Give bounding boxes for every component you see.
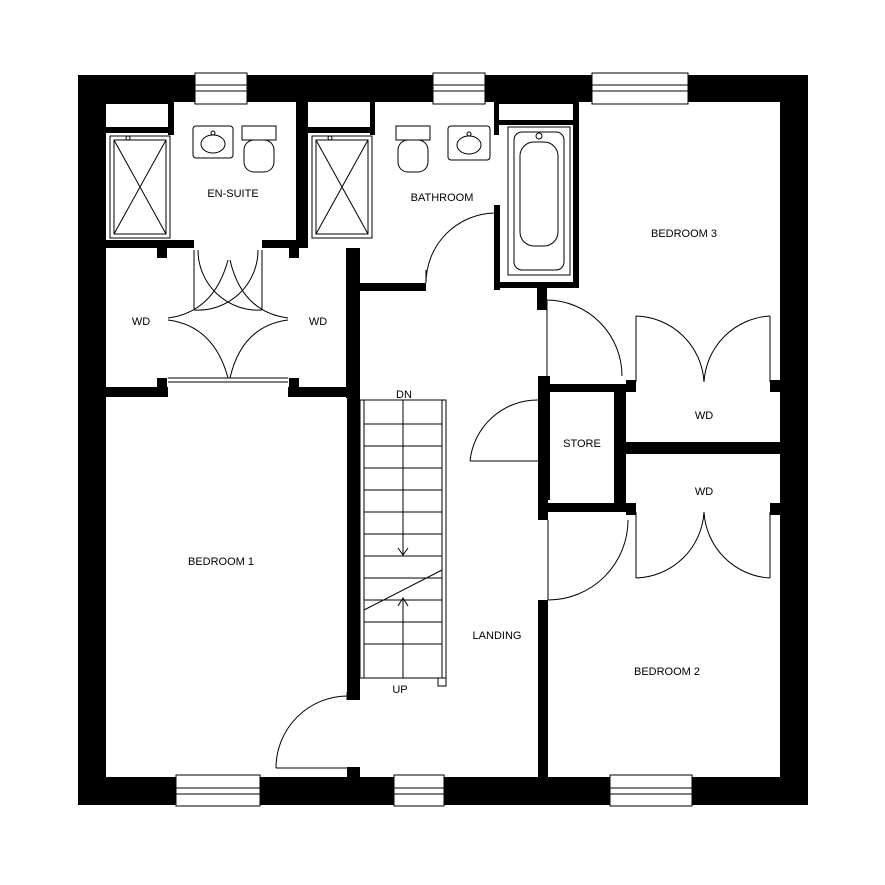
door-wd-bedroom-3-icon <box>635 315 771 383</box>
window-bedroom-3 <box>591 72 689 105</box>
door-en-suite-icon <box>193 249 263 311</box>
label-en-suite: EN-SUITE <box>207 188 258 200</box>
label-wd-left: WD <box>132 316 150 328</box>
label-bedroom-2: BEDROOM 2 <box>634 666 700 678</box>
door-wd-bedroom-2-icon <box>635 511 771 579</box>
door-bedroom-1-icon <box>275 692 348 769</box>
label-bedroom-1: BEDROOM 1 <box>188 556 254 568</box>
staircase <box>359 399 447 687</box>
shower-en-suite-icon <box>109 135 171 239</box>
door-bedroom-3-icon <box>546 299 623 377</box>
door-bathroom-icon <box>425 212 495 284</box>
label-wd-bedroom-3: WD <box>695 410 713 422</box>
label-stairs-down: DN <box>396 389 412 401</box>
label-bedroom-3: BEDROOM 3 <box>651 228 717 240</box>
door-bedroom-2-icon <box>547 519 629 601</box>
label-wd-bedroom-2: WD <box>695 486 713 498</box>
label-bathroom: BATHROOM <box>411 192 474 204</box>
label-stairs-up: UP <box>392 684 407 696</box>
window-landing <box>393 774 445 807</box>
bathroom-fixtures <box>311 125 571 276</box>
en-suite-fixtures <box>109 125 277 239</box>
window-en-suite <box>194 72 248 105</box>
window-bedroom-2 <box>609 774 693 807</box>
label-landing: LANDING <box>473 630 522 642</box>
label-wd-right: WD <box>309 316 327 328</box>
exterior-walls <box>78 75 808 805</box>
door-wardrobes-icon <box>167 259 289 383</box>
window-bedroom-1 <box>175 774 261 807</box>
label-store: STORE <box>563 438 601 450</box>
doors <box>167 212 771 769</box>
door-store-icon <box>469 399 539 462</box>
toilet-bathroom-icon <box>395 125 431 173</box>
window-bathroom <box>432 72 486 105</box>
bathtub-icon <box>507 126 571 276</box>
interior-walls <box>106 100 782 779</box>
basin-en-suite-icon <box>192 125 234 159</box>
windows <box>175 72 693 807</box>
basin-bathroom-icon <box>447 125 491 161</box>
room-labels: EN-SUITE BATHROOM BEDROOM 3 WD WD DN WD … <box>132 188 717 696</box>
shower-bathroom-icon <box>311 135 373 239</box>
toilet-en-suite-icon <box>241 125 277 173</box>
